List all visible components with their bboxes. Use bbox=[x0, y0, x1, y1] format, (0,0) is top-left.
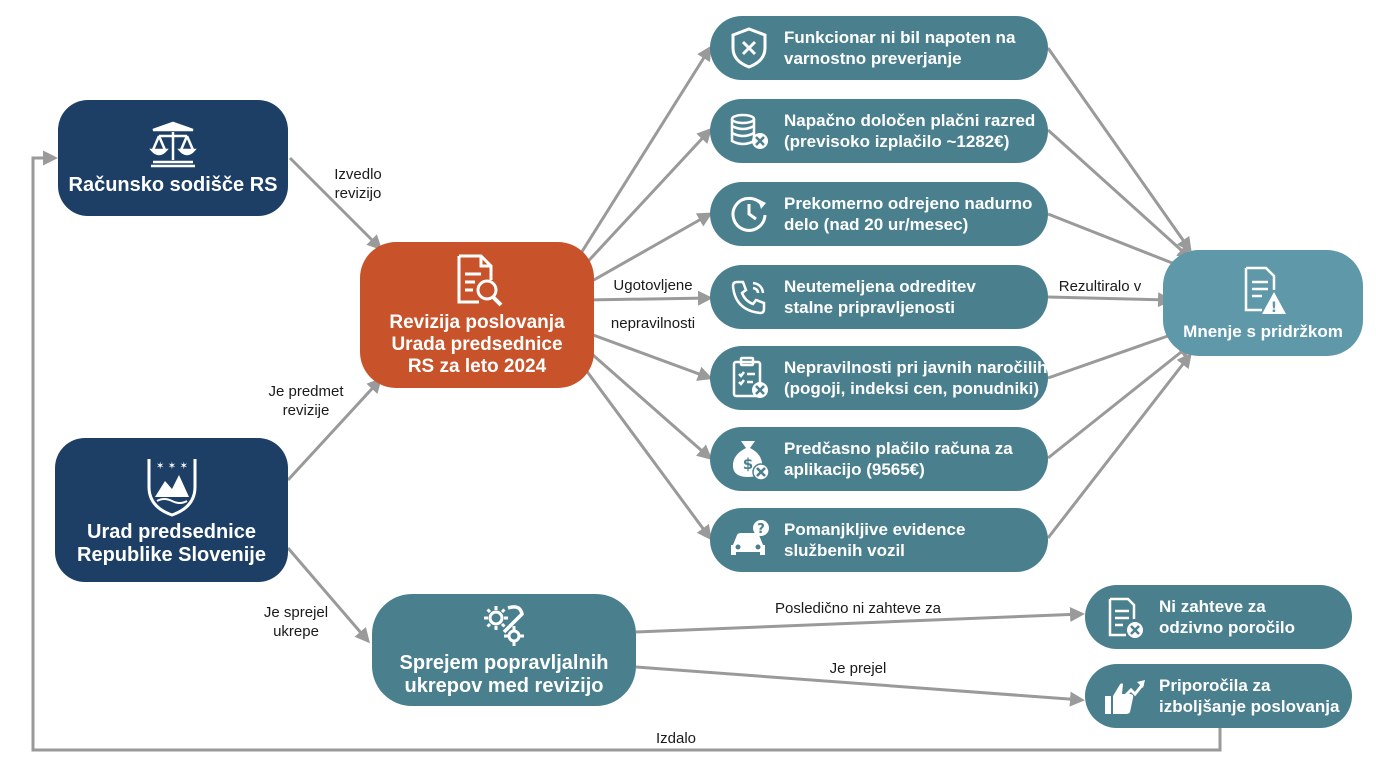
urad-predsednice-label-line1: Urad predsednice bbox=[87, 521, 256, 543]
clock-icon bbox=[724, 189, 774, 239]
finding-3-line2: delo (nad 20 ur/mesec) bbox=[784, 215, 969, 234]
arrow-finding-5-to-mnenje bbox=[1047, 326, 1188, 380]
edge-label-izvedlo-line2: revizijo bbox=[334, 185, 382, 202]
edge-label-rezultiralo: Rezultiralo v bbox=[1058, 278, 1142, 295]
arrow-finding-3-to-mnenje bbox=[1047, 212, 1193, 273]
edge-label-posledicno: Posledično ni zahteve za bbox=[775, 600, 941, 617]
svg-text:!: ! bbox=[1271, 300, 1277, 316]
arrow-sprejem-to-priporocila bbox=[635, 665, 1085, 707]
racunsko-sodisce-label: Računsko sodišče RS bbox=[68, 173, 278, 196]
edge-label-sprejel-line2: ukrepe bbox=[273, 623, 319, 640]
thumbs-up-growth-icon bbox=[1099, 671, 1149, 721]
sprejem-label-line2: ukrepov med revizijo bbox=[404, 675, 604, 697]
revizija-label-line2: Urada predsednice bbox=[391, 334, 563, 355]
arrow-urad-to-revizija bbox=[286, 377, 383, 482]
arrow-revizija-to-finding-3 bbox=[584, 212, 713, 287]
urad-predsednice-label-line2: Republike Slovenije bbox=[77, 544, 266, 566]
finding-7-line2: službenih vozil bbox=[784, 541, 905, 560]
car-question-icon: ? bbox=[724, 515, 774, 565]
edge-label-izdalo: Izdalo bbox=[655, 730, 697, 747]
finding-6-line1: Predčasno plačilo računa za bbox=[784, 439, 1013, 458]
coat-of-arms-icon: ✶ ✶ ✶ bbox=[145, 453, 199, 517]
arrow-finding-2-to-mnenje bbox=[1046, 128, 1193, 261]
sprejem-label-line1: Sprejem popravljalnih bbox=[399, 652, 609, 674]
mnenje-label: Mnenje s pridržkom bbox=[1183, 321, 1343, 341]
svg-text:✶ ✶ ✶: ✶ ✶ ✶ bbox=[155, 461, 187, 472]
finding-2-line2: (previsoko izplačilo ~1282€) bbox=[784, 132, 1010, 151]
finding-pripravljenost: Neutemeljena odreditev stalne pripravlje… bbox=[710, 265, 1048, 329]
money-bag-x-icon: $ bbox=[724, 434, 774, 484]
scales-icon bbox=[147, 120, 199, 170]
finding-1-line2: varnostno preverjanje bbox=[784, 49, 962, 68]
racunsko-sodisce-node: Računsko sodišče RS bbox=[58, 100, 288, 216]
mnenje-node: ! Mnenje s pridržkom bbox=[1163, 250, 1363, 356]
finding-predcasno-placilo: $ Predčasno plačilo računa za aplikacijo… bbox=[710, 427, 1048, 491]
arrow-finding-1-to-mnenje bbox=[1046, 47, 1192, 253]
arrow-finding-4-to-mnenje bbox=[1047, 292, 1173, 308]
outcome-1-line1: Ni zahteve za bbox=[1159, 597, 1266, 616]
edge-label-prejel: Je prejel bbox=[829, 660, 887, 677]
finding-7-line1: Pomanjkljive evidence bbox=[784, 520, 966, 539]
finding-5-line1: Nepravilnosti pri javnih naročilih bbox=[784, 358, 1048, 377]
arrow-finding-7-to-mnenje bbox=[1046, 352, 1192, 539]
edge-label-predmet-line1: Je predmet bbox=[268, 383, 344, 400]
finding-6-line2: aplikacijo (9565€) bbox=[784, 460, 925, 479]
edge-label-nepravilnosti: nepravilnosti bbox=[610, 315, 696, 332]
svg-text:$: $ bbox=[743, 455, 753, 473]
edge-label-ugotovljene: Ugotovljene bbox=[613, 277, 693, 294]
edge-label-izvedlo-line1: Izvedlo bbox=[334, 166, 382, 183]
arrow-finding-6-to-mnenje bbox=[1047, 343, 1193, 460]
arrow-sprejem-to-ni-zahteve bbox=[635, 606, 1085, 634]
clipboard-x-icon bbox=[724, 353, 774, 403]
coins-x-icon bbox=[724, 106, 774, 156]
finding-3-line1: Prekomerno odrejeno nadurno bbox=[784, 194, 1033, 213]
finding-4-line2: stalne pripravljenosti bbox=[784, 298, 955, 317]
shield-x-icon bbox=[724, 23, 774, 73]
gear-wrench-icon bbox=[480, 602, 528, 648]
document-search-icon bbox=[449, 252, 505, 308]
edge-label-je-sprejel: Je sprejel ukrepe bbox=[248, 603, 344, 641]
outcome-1-line2: odzivno poročilo bbox=[1159, 618, 1295, 637]
arrow-revizija-to-finding-1 bbox=[576, 45, 712, 259]
arrow-revizija-to-finding-6 bbox=[584, 346, 713, 460]
outcome-ni-zahteve: Ni zahteve za odzivno poročilo bbox=[1085, 585, 1352, 649]
edge-label-sprejel-line1: Je sprejel bbox=[263, 604, 329, 621]
finding-5-line2: (pogoji, indeksi cen, ponudniki) bbox=[784, 379, 1039, 398]
finding-label: Funkcionar ni bil napoten na varnostno p… bbox=[784, 27, 1015, 69]
outcome-2-line1: Priporočila za bbox=[1159, 676, 1271, 695]
finding-varnostno-preverjanje: Funkcionar ni bil napoten na varnostno p… bbox=[710, 16, 1048, 80]
revizija-node: Revizija poslovanja Urada predsednice RS… bbox=[360, 242, 594, 388]
arrow-racunsko-to-revizija bbox=[288, 156, 383, 251]
finding-sluzbena-vozila: ? Pomanjkljive evidence službenih vozil bbox=[710, 508, 1048, 572]
finding-javna-narocila: Nepravilnosti pri javnih naročilih (pogo… bbox=[710, 346, 1048, 410]
urad-predsednice-node: ✶ ✶ ✶ Urad predsednice Republike Sloveni… bbox=[55, 438, 288, 582]
revizija-label-line1: Revizija poslovanja bbox=[389, 312, 565, 333]
arrow-revizija-to-finding-2 bbox=[578, 127, 713, 272]
finding-4-line1: Neutemeljena odreditev bbox=[784, 277, 976, 296]
sprejem-ukrepov-node: Sprejem popravljalnih ukrepov med revizi… bbox=[372, 594, 636, 706]
arrow-izdalo-loop bbox=[31, 150, 1222, 752]
arrow-urad-to-sprejem bbox=[286, 547, 370, 644]
svg-text:?: ? bbox=[757, 522, 765, 537]
revizija-label-line3: RS za leto 2024 bbox=[407, 356, 547, 377]
arrow-revizija-to-finding-4 bbox=[584, 290, 713, 306]
outcome-priporocila: Priporočila za izboljšanje poslovanja bbox=[1085, 664, 1352, 728]
edge-label-je-predmet: Je predmet revizije bbox=[258, 382, 354, 420]
outcome-2-line2: izboljšanje poslovanja bbox=[1159, 697, 1340, 716]
finding-placni-razred: Napačno določen plačni razred (previsoko… bbox=[710, 99, 1048, 163]
document-warning-icon: ! bbox=[1238, 264, 1288, 316]
phone-icon bbox=[724, 272, 774, 322]
edge-label-izvedlo-revizijo: Izvedlo revizijo bbox=[318, 165, 398, 203]
finding-nadurno-delo: Prekomerno odrejeno nadurno delo (nad 20… bbox=[710, 182, 1048, 246]
arrow-revizija-to-finding-5 bbox=[584, 330, 713, 381]
arrow-revizija-to-finding-7 bbox=[578, 361, 712, 541]
finding-2-line1: Napačno določen plačni razred bbox=[784, 111, 1036, 130]
finding-1-line1: Funkcionar ni bil napoten na bbox=[784, 28, 1016, 47]
edge-label-predmet-line2: revizije bbox=[282, 402, 330, 419]
document-x-icon bbox=[1099, 592, 1149, 642]
